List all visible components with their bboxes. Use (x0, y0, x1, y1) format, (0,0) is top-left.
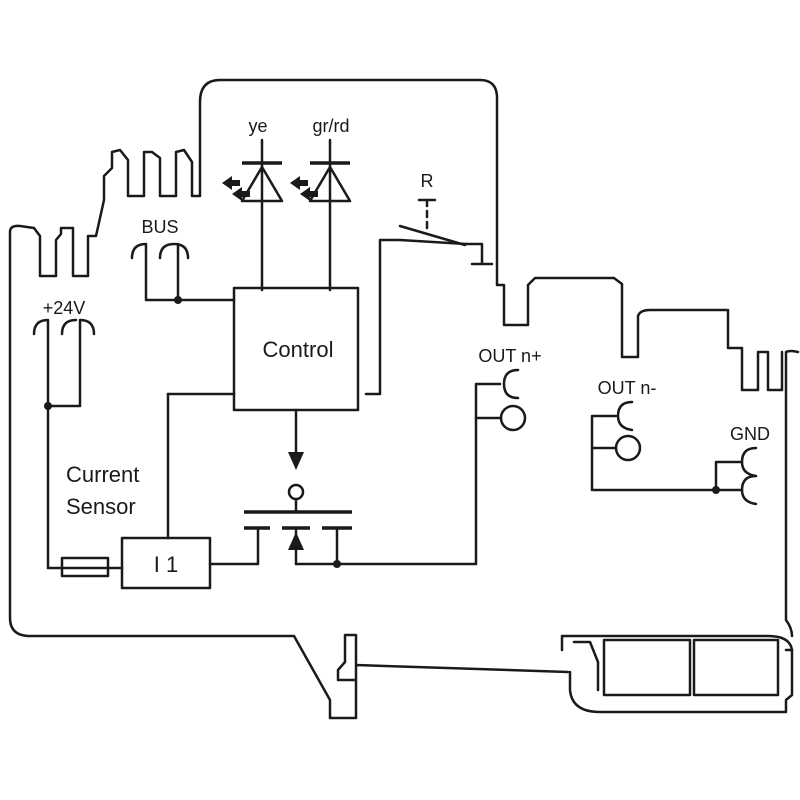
out-neg-terminal-icon (590, 400, 718, 492)
sensor-label-line1: Current (66, 462, 139, 487)
out-pos-terminal-icon (474, 368, 527, 432)
current-block (120, 536, 212, 590)
latch-detail (572, 640, 794, 692)
mosfet-icon (208, 416, 478, 568)
current-block-label: I 1 (154, 552, 178, 577)
supply-label: +24V (43, 298, 86, 318)
fuse-icon (46, 556, 124, 578)
relay-label: R (421, 171, 434, 191)
latch-slot-left (602, 638, 692, 697)
led-yellow-icon (222, 138, 284, 292)
out-neg-label: OUT n- (598, 378, 657, 398)
out-pos-label: OUT n+ (478, 346, 541, 366)
sensor-label-line2: Sensor (66, 494, 136, 519)
housing-outline (8, 78, 800, 720)
control-label: Control (263, 337, 334, 362)
led-green-red-icon (290, 138, 352, 292)
gnd-label: GND (730, 424, 770, 444)
led-yellow-label: ye (248, 116, 267, 136)
relay-contact-icon (364, 198, 494, 396)
gnd-terminal-icon (712, 446, 758, 506)
latch-slot-right (692, 638, 780, 697)
arrow-down-icon (288, 452, 304, 470)
led-green-red-label: gr/rd (312, 116, 349, 136)
supply-terminal-icon (32, 318, 96, 570)
bus-label: BUS (141, 217, 178, 237)
bus-terminal-icon (130, 242, 236, 304)
